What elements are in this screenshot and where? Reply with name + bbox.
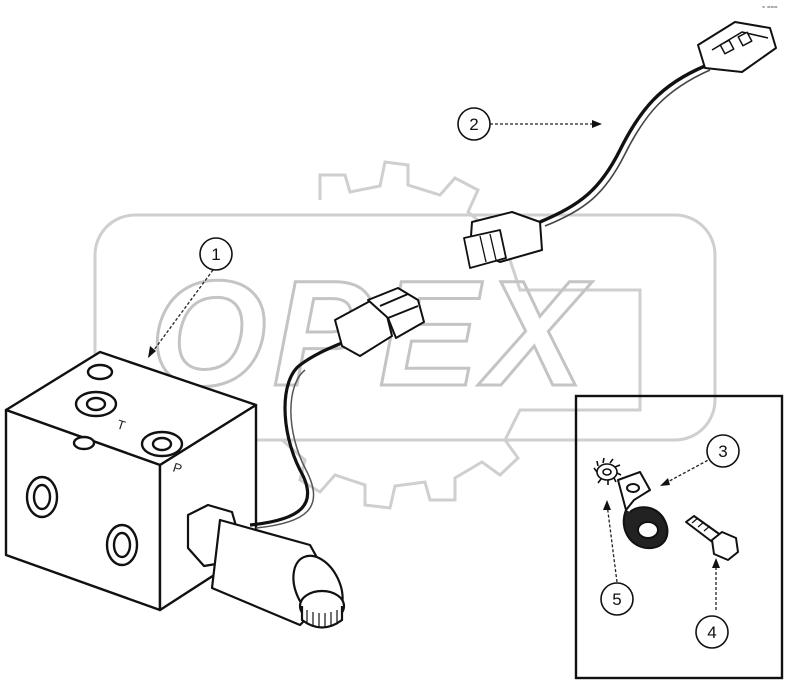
corner-mark: ≈ ===: [762, 5, 778, 11]
wire-harness: [463, 21, 777, 269]
callout-4-label: 4: [707, 623, 716, 642]
callout-1: 1: [199, 237, 233, 271]
leader-1: [147, 269, 214, 359]
callout-2-label: 2: [469, 115, 478, 134]
solenoid-wire: [249, 336, 353, 527]
callout-2: 2: [457, 107, 491, 141]
leader-lines: [147, 123, 717, 610]
callout-5: 5: [600, 582, 634, 616]
leader-arrowheads: [148, 120, 720, 568]
cable-clamp: [617, 471, 669, 550]
watermark-frame: [93, 213, 717, 442]
leader-3: [661, 457, 713, 486]
leader-5: [606, 503, 618, 583]
hardware-inset-box: [574, 394, 784, 680]
solenoid: [186, 503, 346, 629]
callout-3: 3: [706, 434, 740, 468]
harness-upper-connector: [697, 21, 777, 73]
watermark-gear: [281, 160, 642, 510]
callout-3-label: 3: [718, 442, 727, 461]
harness-cable: [539, 64, 706, 224]
bolt: [685, 515, 739, 561]
callout-5-label: 5: [612, 590, 621, 609]
callout-1-label: 1: [211, 245, 220, 264]
lock-washer: [593, 457, 622, 485]
top-hole-small-2: [72, 435, 96, 451]
top-hole-small: [86, 363, 114, 381]
solenoid-connector: [334, 287, 425, 357]
callout-4: 4: [695, 615, 729, 649]
